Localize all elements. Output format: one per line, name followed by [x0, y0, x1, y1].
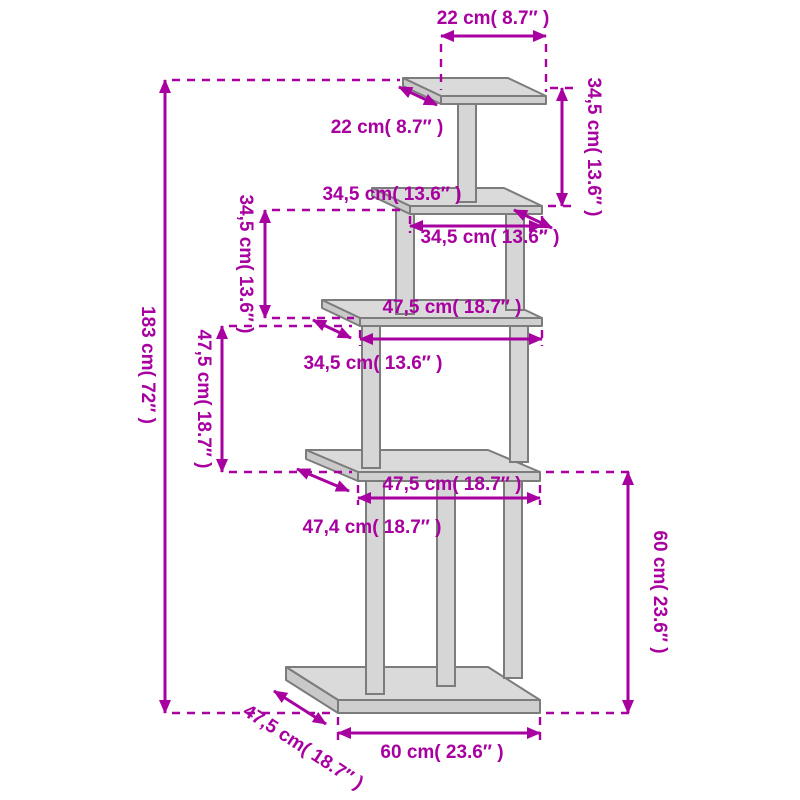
dim-middle-platform-width: 47,5 cm( 18.7″ ) — [358, 297, 544, 346]
dim-upper-platform-depth: 34,5 cm( 13.6″ ) — [420, 208, 560, 248]
dim-label-base-depth: 47,5 cm( 18.7″ ) — [239, 701, 367, 794]
dimension-line — [513, 208, 553, 230]
dim-total-height: 183 cm( 72″ ) — [137, 78, 400, 715]
dimension-line — [312, 318, 352, 340]
dim-top-platform-depth: 22 cm( 8.7″ ) — [331, 85, 444, 138]
dim-middle-platform-depth: 34,5 cm( 13.6″ ) — [303, 318, 443, 374]
lower-platform-front-face — [357, 471, 541, 482]
dim-lower-section-height: 60 cm( 23.6″ ) — [546, 470, 670, 715]
middle-post-right — [509, 313, 529, 463]
dim-label-top-section-height: 34,5 cm( 13.6″ ) — [583, 77, 604, 216]
dim-label-top-platform-depth: 22 cm( 8.7″ ) — [331, 117, 444, 138]
dim-base-width: 60 cm( 23.6″ ) — [336, 717, 542, 763]
dim-label-middle-section-height: 47,5 cm( 18.7″ ) — [193, 329, 214, 468]
dim-label-middle-platform-depth: 34,5 cm( 13.6″ ) — [303, 353, 442, 374]
dim-label-total-height: 183 cm( 72″ ) — [137, 306, 158, 424]
dim-label-middle-platform-width: 47,5 cm( 18.7″ ) — [382, 297, 521, 318]
lower-post-left — [365, 469, 385, 695]
middle-platform — [321, 299, 543, 327]
dim-top-platform-width: 22 cm( 8.7″ ) — [437, 8, 550, 92]
dim-label-lower-section-height: 60 cm( 23.6″ ) — [649, 530, 670, 653]
dim-label-lower-platform-width: 47,5 cm( 18.7″ ) — [382, 474, 521, 495]
dim-label-top-platform-width: 22 cm( 8.7″ ) — [437, 8, 550, 29]
dim-upper-section-height: 34,5 cm( 13.6″ ) — [235, 194, 404, 334]
dim-label-base-width: 60 cm( 23.6″ ) — [380, 742, 503, 763]
dim-middle-section-height: 47,5 cm( 18.7″ ) — [193, 324, 352, 474]
dim-label-upper-platform-depth: 34,5 cm( 13.6″ ) — [420, 227, 559, 248]
dimension-line — [296, 467, 350, 493]
dim-label-upper-platform-width: 34,5 cm( 13.6″ ) — [322, 184, 461, 205]
base-front-face — [337, 699, 541, 714]
dimension-annotations: 22 cm( 8.7″ ) 34,5 cm( 13.6″ ) 22 cm( 8.… — [137, 8, 670, 794]
dim-lower-platform-depth: 47,4 cm( 18.7″ ) — [296, 467, 442, 538]
top-platform-front-face — [440, 95, 547, 105]
dim-label-lower-platform-depth: 47,4 cm( 18.7″ ) — [302, 517, 441, 538]
lower-post-middle — [436, 469, 456, 687]
dimension-line — [398, 85, 438, 107]
dim-lower-platform-width: 47,5 cm( 18.7″ ) — [356, 474, 542, 505]
base-platform — [285, 666, 541, 714]
middle-platform-front-face — [359, 317, 543, 327]
dim-label-upper-section-height: 34,5 cm( 13.6″ ) — [235, 194, 256, 333]
dimension-line — [273, 689, 327, 726]
cat-tree-illustration — [285, 77, 547, 714]
dim-top-section-height: 34,5 cm( 13.6″ ) — [548, 77, 604, 217]
